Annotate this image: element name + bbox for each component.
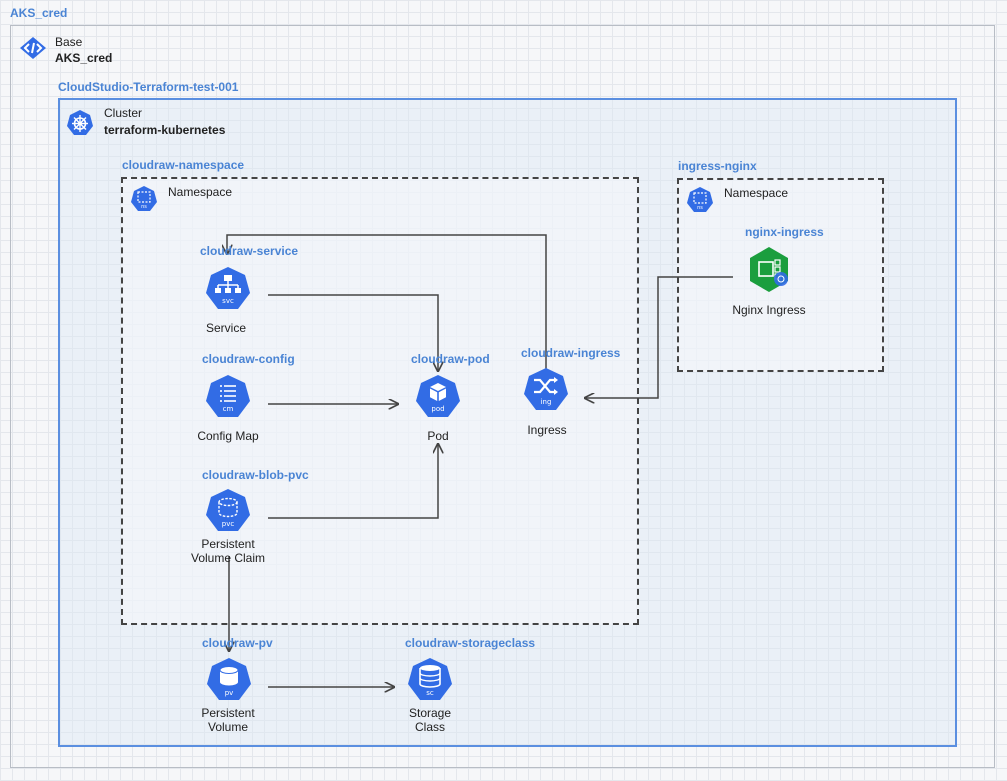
ingress-label: cloudraw-ingress	[521, 346, 621, 360]
ingress-icon[interactable]: ing	[523, 367, 569, 418]
namespace-icon: ns	[130, 185, 158, 218]
storageclass-label: cloudraw-storageclass	[405, 636, 536, 650]
svg-text:cm: cm	[223, 405, 234, 413]
pvc-caption: Persistent Volume Claim	[190, 537, 266, 565]
service-caption: Service	[205, 321, 246, 335]
pod-label: cloudraw-pod	[411, 352, 490, 366]
kubernetes-wheel-icon	[66, 109, 94, 137]
pvc-label: cloudraw-blob-pvc	[202, 468, 309, 482]
svg-text:ns: ns	[141, 204, 147, 210]
nginx-caption: Nginx Ingress	[732, 303, 806, 317]
base-type-label: Base	[55, 35, 83, 49]
base-icon	[18, 36, 48, 60]
storageclass-caption: Storage Class	[408, 706, 452, 734]
pv-label: cloudraw-pv	[202, 636, 273, 650]
namespace-ingress-nginx-box	[677, 178, 884, 372]
outer-frame-label: AKS_cred	[10, 6, 68, 20]
namespace-icon: ns	[686, 186, 714, 219]
cluster-type-label: Cluster	[104, 106, 143, 120]
cluster-group-label: CloudStudio-Terraform-test-001	[58, 80, 239, 94]
config-map-icon[interactable]: cm	[205, 374, 251, 425]
base-frame	[10, 25, 995, 768]
namespace-type-label: Namespace	[724, 186, 789, 200]
svg-text:ns: ns	[697, 205, 703, 211]
nginx-icon[interactable]	[748, 246, 794, 299]
edge-pvc-to-pod	[268, 444, 438, 519]
namespace-ingress-nginx-label: ingress-nginx	[678, 159, 757, 173]
svg-text:ing: ing	[541, 398, 552, 406]
config-label: cloudraw-config	[202, 352, 295, 366]
persistent-volume-icon[interactable]: pv	[206, 657, 252, 708]
cluster-name: terraform-kubernetes	[104, 123, 226, 137]
svg-text:sc: sc	[426, 689, 434, 697]
pod-icon[interactable]: pod	[415, 374, 461, 425]
service-label: cloudraw-service	[200, 244, 299, 258]
storage-class-icon[interactable]: sc	[407, 657, 453, 708]
pod-caption: Pod	[427, 429, 449, 443]
svg-text:pv: pv	[225, 689, 234, 697]
edge-nginx-to-ingress	[585, 276, 733, 398]
nginx-label: nginx-ingress	[745, 225, 824, 239]
namespace-type-label: Namespace	[168, 185, 233, 199]
pv-caption: Persistent Volume	[201, 706, 255, 734]
namespace-cloudraw-label: cloudraw-namespace	[122, 158, 245, 172]
service-icon[interactable]: svc	[205, 266, 251, 317]
persistent-volume-claim-icon[interactable]: pvc	[205, 488, 251, 539]
config-caption: Config Map	[197, 429, 259, 443]
edge-service-to-pod	[268, 294, 438, 371]
svg-text:pvc: pvc	[222, 520, 235, 528]
svg-text:pod: pod	[431, 405, 444, 413]
ingress-caption: Ingress	[527, 423, 567, 437]
edge-ingress-to-service	[227, 234, 547, 369]
base-name: AKS_cred	[55, 51, 113, 65]
svg-text:svc: svc	[222, 297, 234, 305]
